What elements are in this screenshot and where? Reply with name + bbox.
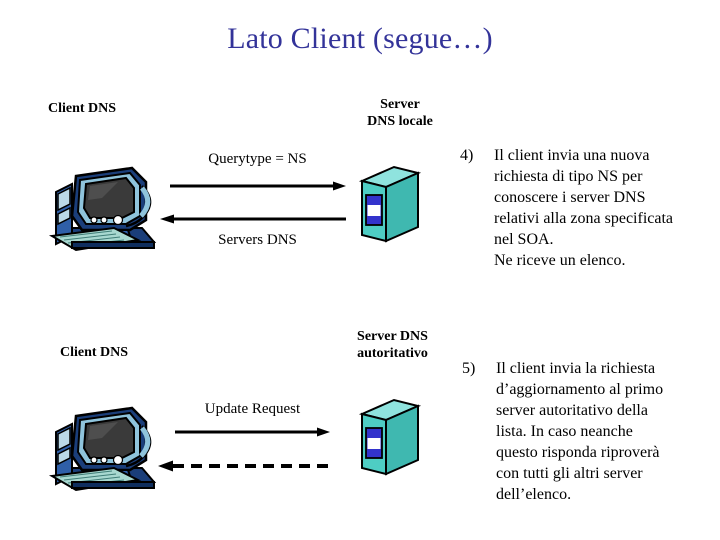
top-response-label: Servers DNS: [218, 232, 297, 248]
bottom-response-arrow: [158, 459, 330, 473]
top-client-label: Client DNS: [48, 101, 117, 116]
page-title: Lato Client (segue…): [227, 22, 493, 55]
desktop-computer-icon: [42, 158, 162, 258]
bottom-server-label: Server DNS autoritativo: [357, 329, 428, 361]
step-item-4: 4) Il client invia una nuova richiesta d…: [460, 145, 720, 271]
step-text-5: Il client invia la richiesta d’aggiornam…: [496, 360, 664, 503]
step-item-5: 5) Il client invia la richiesta d’aggior…: [462, 358, 720, 505]
step-text-4: Il client invia una nuova richiesta di t…: [494, 147, 674, 269]
bottom-request-arrow: [175, 425, 330, 439]
top-request-label: Querytype = NS: [208, 151, 307, 167]
step-number-5: 5): [462, 360, 476, 377]
top-response-arrow: [160, 212, 346, 226]
top-server-label: Server DNS locale: [367, 97, 433, 129]
bottom-request-label: Update Request: [204, 401, 301, 417]
server-tower-icon-2: [358, 398, 422, 482]
step-number-4: 4): [460, 147, 474, 164]
desktop-computer-icon-2: [42, 398, 162, 498]
top-request-arrow: [170, 179, 346, 193]
bottom-client-label: Client DNS: [60, 345, 129, 360]
server-tower-icon: [358, 165, 422, 249]
